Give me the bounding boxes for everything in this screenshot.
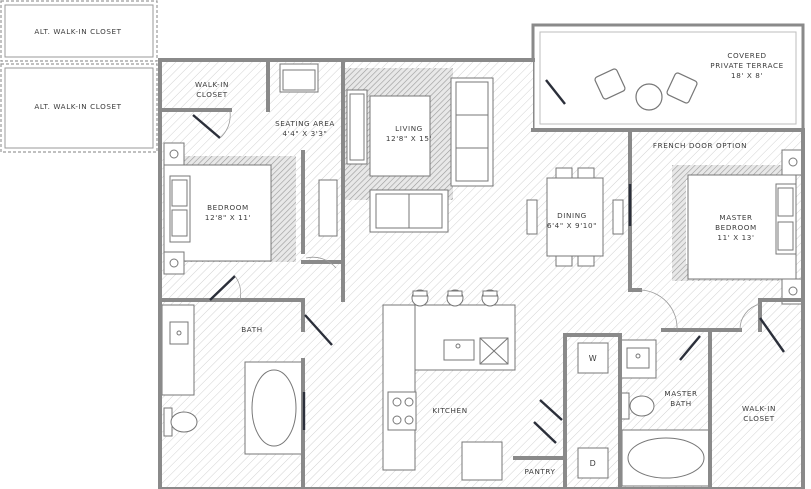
alt-walk-in-closet-2-label: ALT. WALK-IN CLOSET	[34, 102, 122, 111]
french-door-label: FRENCH DOOR OPTION	[652, 141, 748, 150]
dining-set	[526, 167, 624, 267]
terrace-table	[635, 83, 663, 111]
pantry-label: PANTRY	[524, 467, 556, 476]
alt-walk-in-closet-1-label: ALT. WALK-IN CLOSET	[34, 27, 122, 36]
living-furniture	[346, 77, 494, 233]
bedroom-bed	[163, 142, 272, 275]
terrace-chair-left	[594, 68, 626, 100]
alt-walk-in-closet-1	[0, 0, 158, 62]
kitchen-label: KITCHEN	[432, 406, 468, 415]
dishwasher	[479, 337, 509, 365]
covered-private-terrace	[531, 23, 805, 132]
bath-vanity	[161, 304, 195, 396]
kitchen-counter	[382, 304, 417, 471]
dryer	[577, 447, 609, 479]
walls	[158, 58, 805, 489]
bath-toilet	[163, 407, 198, 437]
master-bath-vanity	[619, 339, 657, 379]
master-bath-tub	[621, 429, 711, 487]
washer-label: W	[588, 354, 598, 363]
bath-label: BATH	[241, 325, 263, 334]
master-bed	[687, 149, 805, 305]
alt-walk-in-closet-2	[0, 63, 158, 153]
kitchen-sink	[443, 339, 475, 361]
door-swings	[219, 111, 761, 331]
washer	[577, 342, 609, 374]
doors	[192, 79, 785, 444]
dryer-label: D	[589, 459, 597, 468]
bath-tub	[244, 361, 304, 455]
bedroom-dresser	[318, 179, 338, 237]
refrigerator	[461, 441, 503, 481]
seating-chair	[279, 63, 319, 93]
terrace-chair-right	[666, 72, 698, 104]
